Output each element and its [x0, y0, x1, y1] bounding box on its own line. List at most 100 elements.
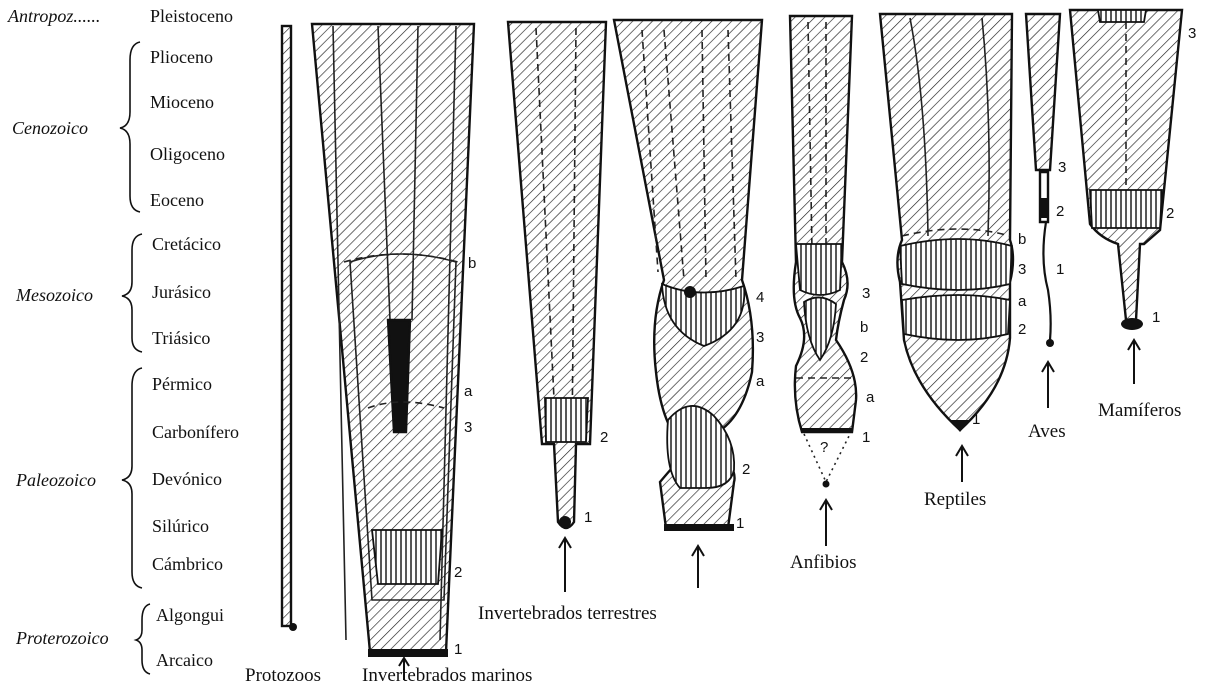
reptiles-mark-1: 1 — [972, 411, 980, 428]
period-devonico: Devónico — [152, 469, 222, 489]
protozoos-base — [289, 623, 297, 631]
terrestres-mark-2: 2 — [600, 429, 608, 446]
marinos-mark-1: 1 — [454, 641, 462, 658]
mamiferos-mark-2: 2 — [1166, 205, 1174, 222]
column-protozoos: Protozoos — [245, 26, 321, 686]
reptiles-mark-2: 2 — [1018, 321, 1026, 338]
reptiles-body — [880, 14, 1013, 430]
aves-arrow — [1042, 362, 1054, 408]
artropodos-mark-4: 4 — [756, 289, 764, 306]
period-pleistoceno: Pleistoceno — [150, 6, 233, 26]
column-artropodos: 4 3 a 2 1 — [614, 20, 765, 588]
period-eoceno: Eoceno — [150, 190, 204, 210]
artropodos-arrow — [692, 546, 704, 588]
anfibios-label: Anfibios — [790, 552, 857, 573]
terrestres-mark-1: 1 — [584, 509, 592, 526]
protozoos-label: Protozoos — [245, 665, 321, 686]
terrestres-body — [508, 22, 606, 528]
period-oligoceno: Oligoceno — [150, 144, 225, 164]
artropodos-base — [664, 524, 734, 531]
period-arcaico: Arcaico — [156, 650, 213, 670]
period-cretacico: Cretácico — [152, 234, 221, 254]
aves-mark-2: 2 — [1056, 203, 1064, 220]
column-aves: 3 2 1 Aves — [1026, 14, 1066, 442]
aves-zone-2 — [1041, 198, 1048, 218]
marinos-base — [368, 649, 448, 657]
period-plioceno: Plioceno — [150, 47, 213, 67]
aves-mark-3: 3 — [1058, 159, 1066, 176]
artropodos-mark-3: 3 — [756, 329, 764, 346]
era-cenozoico: Cenozoico — [12, 118, 88, 138]
mamiferos-zone-3 — [1098, 10, 1146, 22]
anfibios-mark-a: a — [866, 389, 875, 406]
anfibios-base — [802, 428, 852, 433]
terrestres-arrow — [559, 538, 571, 592]
reptiles-mark-a: a — [1018, 293, 1027, 310]
marinos-mark-a: a — [464, 383, 473, 400]
anfibios-arrow — [820, 500, 832, 546]
time-scale: Antropoz...... Pleistoceno Cenozoico Pli… — [7, 6, 239, 674]
terrestres-base — [559, 516, 571, 528]
column-invertebrados-marinos: b a 3 2 1 Invertebrados marinos — [312, 24, 532, 686]
artropodos-mark-2: 2 — [742, 461, 750, 478]
column-mamiferos: 3 2 1 Mamíferos — [1070, 10, 1196, 421]
reptiles-mark-b: b — [1018, 231, 1026, 248]
reptiles-mark-3: 3 — [1018, 261, 1026, 278]
brace-cenozoico — [120, 42, 140, 212]
anfibios-zone-3 — [796, 244, 842, 295]
brace-mesozoico — [122, 234, 142, 352]
reptiles-label: Reptiles — [924, 489, 986, 510]
aves-stem-lower — [1043, 222, 1050, 340]
period-jurasico: Jurásico — [152, 282, 211, 302]
protozoos-bar — [282, 26, 291, 626]
mamiferos-label: Mamíferos — [1098, 400, 1181, 421]
era-antropozoico: Antropoz...... — [7, 6, 100, 26]
anfibios-mark-b: b — [860, 319, 868, 336]
mamiferos-mark-1: 1 — [1152, 309, 1160, 326]
artropodos-mark-a: a — [756, 373, 765, 390]
anfibios-mark-1: 1 — [862, 429, 870, 446]
marinos-mark-3: 3 — [464, 419, 472, 436]
period-mioceno: Mioceno — [150, 92, 214, 112]
era-mesozoico: Mesozoico — [15, 285, 93, 305]
anfibios-body — [790, 16, 856, 432]
marinos-mark-b: b — [468, 255, 476, 272]
reptiles-arrow — [956, 446, 968, 482]
brace-paleozoico — [122, 368, 142, 588]
anfibios-origin-dot — [823, 481, 830, 488]
anfibios-mark-2: 2 — [860, 349, 868, 366]
aves-label: Aves — [1028, 421, 1066, 442]
period-silurico: Silúrico — [152, 516, 209, 536]
anfibios-mark-question: ? — [820, 439, 828, 456]
reptiles-base — [950, 420, 970, 432]
column-reptiles: b 3 a 2 1 Reptiles — [880, 14, 1027, 510]
mamiferos-mark-3: 3 — [1188, 25, 1196, 42]
period-carbonifero: Carbonífero — [152, 422, 239, 442]
era-proterozoico: Proterozoico — [15, 628, 109, 648]
period-cambrico: Cámbrico — [152, 554, 223, 574]
marinos-mark-2: 2 — [454, 564, 462, 581]
artropodos-node — [684, 286, 696, 298]
marinos-cambrian-zone — [372, 530, 442, 584]
aves-base — [1046, 339, 1054, 347]
column-invertebrados-terrestres: 2 1 Invertebrados terrestres — [478, 22, 657, 624]
aves-mark-1: 1 — [1056, 261, 1064, 278]
period-triasico: Triásico — [152, 328, 210, 348]
aves-body — [1026, 14, 1060, 170]
mamiferos-base — [1121, 318, 1143, 330]
column-anfibios: 3 b 2 a 1 ? Anfibios — [790, 16, 875, 573]
period-permico: Pérmico — [152, 374, 212, 394]
era-paleozoico: Paleozoico — [15, 470, 96, 490]
brace-proterozoico — [136, 604, 150, 674]
anfibios-mark-3: 3 — [862, 285, 870, 302]
mamiferos-zone-2 — [1090, 190, 1162, 228]
mamiferos-arrow — [1128, 340, 1140, 384]
artropodos-mark-1: 1 — [736, 515, 744, 532]
reptiles-zone-3 — [900, 239, 1012, 290]
terrestres-zone-2 — [545, 398, 588, 442]
terrestres-label: Invertebrados terrestres — [478, 603, 657, 624]
marinos-label: Invertebrados marinos — [362, 665, 532, 686]
period-algongui: Algongui — [156, 605, 224, 625]
reptiles-zone-2 — [902, 295, 1010, 340]
